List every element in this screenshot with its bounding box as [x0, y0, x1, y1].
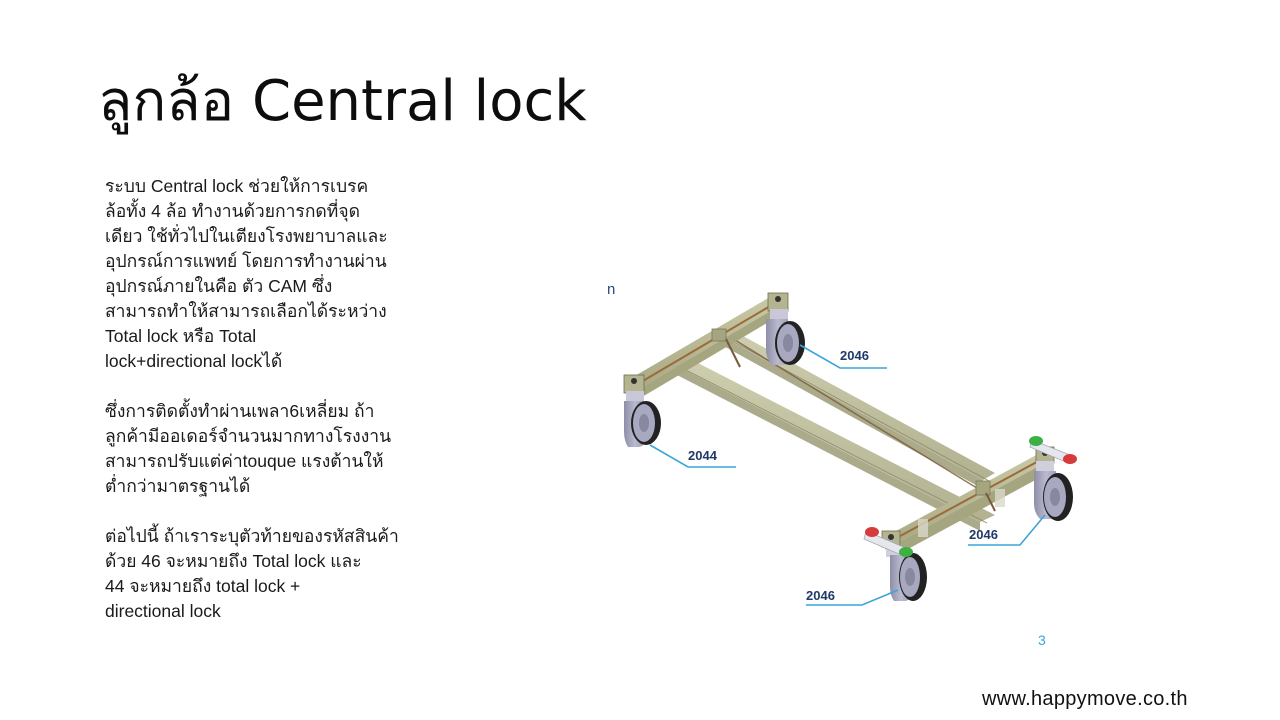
slide-title: ลูกล้อ Central lock — [98, 69, 587, 134]
figure-page-number: 3 — [1038, 632, 1046, 648]
caster-front-left — [886, 547, 927, 601]
footer-website-url: www.happymove.co.th — [982, 688, 1188, 710]
callout-lines — [649, 344, 1046, 606]
caster-front-right — [1034, 461, 1073, 521]
text-line: ระบบ Central lock ช่วยให้การเบรค — [105, 176, 369, 196]
text-line: ต่ำกว่ามาตรฐานได้ — [105, 476, 251, 496]
paragraph-product-codes: ต่อไปนี้ ถ้าเราระบุตัวท้ายของรหัสสินค้า … — [105, 524, 415, 624]
corner-mark: n — [607, 281, 616, 298]
rear-cross-beam — [628, 297, 784, 397]
pedal-red-button-icon — [865, 527, 879, 537]
text-line: 44 จะหมายถึง total lock + — [105, 576, 301, 596]
pedal-green-button-icon — [899, 547, 913, 557]
pedal-red-button-icon — [1063, 454, 1077, 464]
text-line: ซึ่งการติดตั้งทำผ่านเพลา6เหลี่ยม ถ้า — [105, 401, 375, 421]
text-line: สามารถปรับแต่ค่าtouque แรงต้านให้ — [105, 451, 384, 471]
paragraph-central-lock-intro: ระบบ Central lock ช่วยให้การเบรค ล้อทั้ง… — [105, 174, 415, 374]
text-line: อุปกรณ์การแพทย์ โดยการทำงานผ่าน — [105, 251, 387, 271]
text-line: ล้อทั้ง 4 ล้อ ทำงานด้วยการกดที่จุด — [105, 201, 360, 221]
callout-label-front-right: 2046 — [969, 527, 998, 542]
callout-label-rear-left: 2044 — [688, 448, 717, 463]
text-line: ต่อไปนี้ ถ้าเราระบุตัวท้ายของรหัสสินค้า — [105, 526, 399, 546]
text-line: เดียว ใช้ทั่วไปในเตียงโรงพยาบาลและ — [105, 226, 388, 246]
text-line: สามารถทำให้สามารถเลือกได้ระหว่าง — [105, 301, 387, 321]
callout-line-rear-left — [649, 444, 736, 468]
central-lock-frame-diagram: n 2046 2044 2046 2046 3 — [600, 275, 1100, 665]
callout-label-front-left: 2046 — [806, 588, 835, 603]
text-line: ด้วย 46 จะหมายถึง Total lock และ — [105, 551, 362, 571]
callout-line-rear-right — [799, 344, 887, 369]
caster-rear-left — [624, 391, 661, 447]
text-line: lock+directional lockได้ — [105, 351, 283, 371]
brake-pedal-front-left — [863, 527, 913, 558]
text-line: อุปกรณ์ภายในคือ ตัว CAM ซึ่ง — [105, 276, 333, 296]
text-line: Total lock หรือ Total — [105, 326, 257, 346]
callout-line-front-left — [806, 589, 899, 606]
text-line: directional lock — [105, 601, 221, 621]
text-line: ลูกค้ามีออเดอร์จำนวนมากทางโรงงาน — [105, 426, 392, 446]
bed-frame-illustration — [623, 292, 1077, 606]
description-text: ระบบ Central lock ช่วยให้การเบรค ล้อทั้ง… — [105, 174, 415, 649]
paragraph-installation: ซึ่งการติดตั้งทำผ่านเพลา6เหลี่ยม ถ้า ลูก… — [105, 399, 415, 499]
pedal-green-button-icon — [1029, 436, 1043, 446]
caster-rear-right — [766, 309, 805, 365]
callout-line-front-right — [968, 514, 1046, 546]
side-beam-left — [675, 359, 995, 531]
callout-label-rear-right: 2046 — [840, 348, 869, 363]
brake-pedal-front-right — [1029, 436, 1077, 464]
